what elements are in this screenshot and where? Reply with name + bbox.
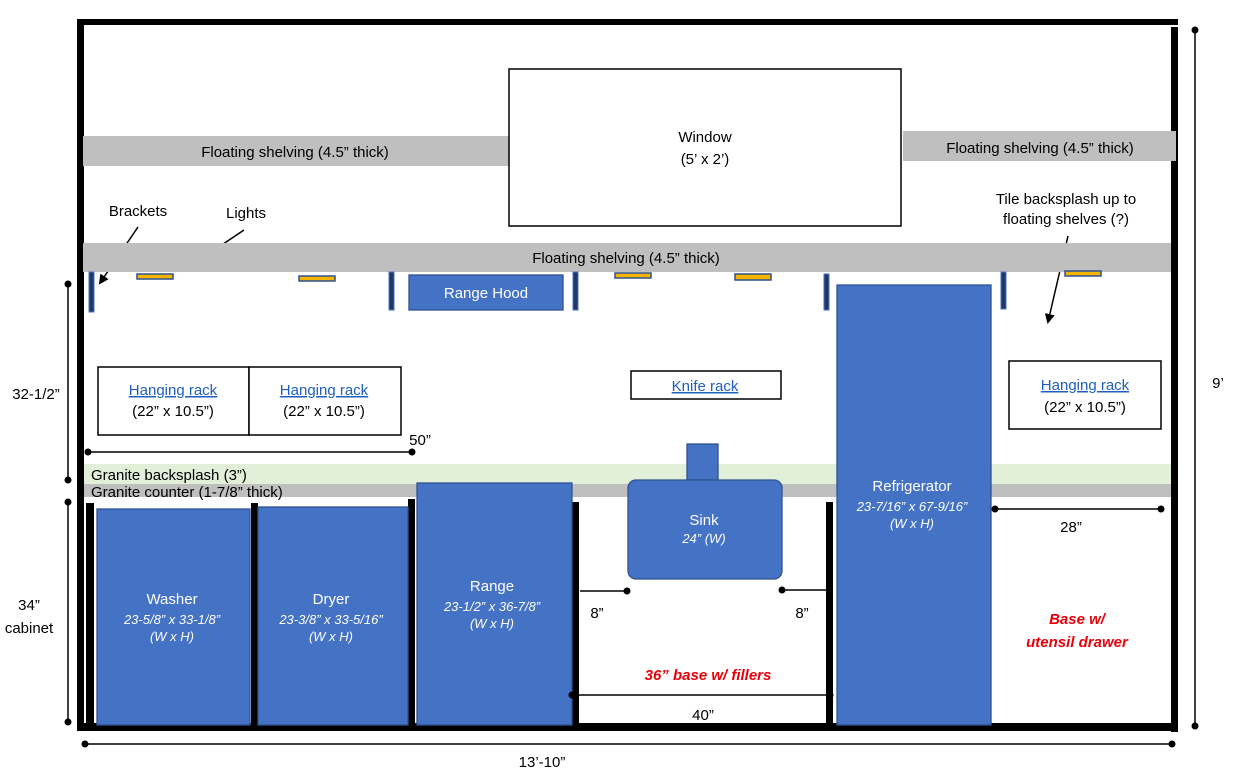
washer-wh: (W x H) [150,629,194,644]
dim-wall-height-end [1191,26,1199,34]
dryer-label: Dryer [313,591,350,608]
wall-outline [77,19,1178,732]
light [734,273,772,281]
tile-callout-line1: Tile backsplash up to [996,191,1136,208]
dim-32-end [64,280,72,288]
floating-shelf-upper-right-label: Floating shelving (4.5” thick) [946,140,1134,157]
sink-faucet [686,443,719,481]
washer [96,508,251,726]
window-label: Window [678,129,732,146]
dryer [257,506,409,726]
hanging-rack-1-size: (22” x 10.5”) [132,403,214,420]
tile-callout-line2: floating shelves (?) [1003,211,1129,228]
granite-backsplash [84,464,1171,484]
light [614,272,652,279]
light [298,275,336,282]
dim-gap-left-label: 8” [590,605,603,622]
dim-50-end [84,448,92,456]
dim-40-label: 40” [692,707,714,724]
wall-left [77,19,84,730]
granite-counter-label: Granite counter (1-7/8” thick) [91,484,283,501]
dim-50-end [408,448,416,456]
dim-gap-right-label: 8” [795,605,808,622]
sink-label: Sink [689,512,719,529]
hanging-rack-1 [97,366,250,436]
utensil-label-line1: Base w/ [1049,611,1107,628]
brackets-callout: Brackets [109,203,167,220]
dryer-dims: 23-3/8” x 33-5/16” [278,612,383,627]
range-label: Range [470,578,514,595]
washer-label: Washer [146,591,197,608]
range-dims: 23-1/2” x 36-7/8” [443,599,541,614]
lights-callout: Lights [226,205,266,222]
range-wh: (W x H) [470,616,514,631]
hanging-rack-3-name: Hanging rack [1041,377,1130,394]
dim-40-end [826,691,834,699]
bracket [823,273,830,311]
knife-rack-name: Knife rack [672,378,739,395]
dim-28-label: 28” [1060,519,1082,536]
range-hood [408,274,564,311]
cabinet-divider [572,502,579,725]
refrigerator-label: Refrigerator [872,478,951,495]
dim-34-end [64,498,72,506]
cabinet-divider [826,502,833,725]
dim-wall-height-end [1191,722,1199,730]
hanging-rack-2-name: Hanging rack [280,382,369,399]
dim-32-end [64,476,72,484]
hanging-rack-3 [1008,360,1162,430]
hanging-rack-3-size: (22” x 10.5”) [1044,399,1126,416]
dim-34-label: 34” [18,597,40,614]
granite-backsplash-label: Granite backsplash (3”) [91,467,247,484]
dim-34-end [64,718,72,726]
hanging-rack-1-name: Hanging rack [129,382,218,399]
dim-wall-height-label: 9’ [1212,375,1224,392]
dryer-wh: (W x H) [309,629,353,644]
dim-wall-width-end [81,740,89,748]
wall-bottom [77,723,1178,731]
floating-shelf-upper-left-label: Floating shelving (4.5” thick) [201,144,389,161]
washer-dims: 23-5/8” x 33-1/8” [123,612,221,627]
cabinet-divider [251,503,258,725]
refrigerator-dims: 23-7/16” x 67-9/16” [856,499,968,514]
dim-28-end [991,505,999,513]
dim-50-label: 50” [409,432,431,449]
knife-rack [630,370,782,400]
dim-wall-width-end [1168,740,1176,748]
dim-28-end [1157,505,1165,513]
floating-shelf-upper-right [903,131,1176,161]
bracket [88,271,95,313]
floating-shelf-upper-left [83,136,510,166]
dim-40-end [568,691,576,699]
cabinet-divider [408,499,415,725]
bracket [388,271,395,311]
bracket [1000,271,1007,310]
window-size: (5’ x 2’) [681,151,730,168]
hanging-rack-2-size: (22” x 10.5”) [283,403,365,420]
window [508,68,902,227]
utensil-label-line2: utensil drawer [1026,634,1129,651]
base-fillers-label: 36” base w/ fillers [645,667,772,684]
dim-gap-right-end [778,586,786,594]
hanging-rack-2 [248,366,402,436]
refrigerator [836,284,992,726]
sink-dims: 24” (W) [681,531,725,546]
range [416,482,573,726]
bracket [572,271,579,311]
dim-wall-width-label: 13’-10” [519,754,566,771]
light [136,273,174,280]
floating-shelf-lower [83,243,1171,272]
range-hood-label: Range Hood [444,285,528,302]
refrigerator-wh: (W x H) [890,516,934,531]
dim-gap-left-end [623,587,631,595]
wall-right [1171,27,1178,732]
dim-32-label: 32-1/2” [12,386,60,403]
dim-34-word: cabinet [5,620,54,637]
floating-shelf-lower-label: Floating shelving (4.5” thick) [532,250,720,267]
wall-top [77,19,1178,25]
light [1064,270,1102,277]
cabinet-divider [86,503,94,725]
sink [627,479,783,580]
